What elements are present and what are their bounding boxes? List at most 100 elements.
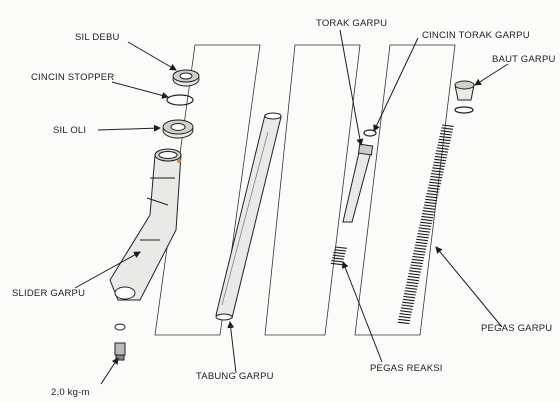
fork-spring-coil [439, 135, 452, 139]
rebound-spring-coil [330, 262, 343, 266]
rebound-spring-coil [331, 260, 344, 263]
fork-spring-coil [407, 278, 420, 282]
fork-bolt [454, 80, 475, 114]
fork-spring-coil [414, 244, 427, 247]
label-torak-garpu: TORAK GARPU [316, 18, 387, 29]
fork-spring-coil [413, 253, 425, 256]
fork-spring-coil [429, 181, 441, 185]
fork-spring-coil [431, 170, 444, 173]
label-slider-garpu: SLIDER GARPU [12, 288, 85, 299]
leader-tabung-garpu [227, 321, 237, 374]
fork-spring-coil [423, 207, 436, 210]
leader-sil-oli [97, 124, 161, 132]
fork-spring-coil [409, 270, 421, 273]
panel-spring [354, 44, 456, 336]
leader-baut-garpu [474, 63, 509, 86]
fork-spring-coil [438, 138, 451, 142]
fork-spring-coil [404, 290, 417, 293]
fork-spring-coil [418, 230, 430, 233]
fork-spring-coil [411, 258, 424, 262]
label-tabung-garpu: TABUNG GARPU [196, 371, 274, 382]
fork-spring-coil [397, 321, 410, 325]
fork-spring-coil [411, 261, 423, 265]
label-cincin-stopper: CINCIN STOPPER [31, 72, 114, 83]
fork-spring-coil [431, 173, 443, 176]
fork-spring-coil [441, 124, 454, 127]
fork-spring-coil [420, 218, 433, 222]
fork-spring [397, 124, 454, 325]
oil-seal [162, 119, 194, 139]
fork-spring-coil [433, 161, 446, 165]
fork-spring-coil [404, 293, 416, 296]
fork-spring-coil [406, 281, 419, 285]
fork-tube [215, 112, 282, 321]
fork-spring-coil [399, 313, 412, 316]
fork-spring-coil [427, 190, 439, 193]
fork-spring-coil [403, 295, 416, 299]
fork-spring-coil [415, 241, 428, 245]
fork-spring-coil [429, 178, 442, 182]
label-pegas-reaksi: PEGAS REAKSI [370, 363, 443, 374]
leader-cincin-torak-garpu [373, 37, 419, 132]
fork-spring-coil [418, 227, 431, 230]
fork-spring-coil [413, 250, 426, 253]
rebound-spring-coil [334, 246, 347, 249]
stopper-ring [166, 94, 194, 106]
rebound-spring [330, 246, 347, 266]
fork-spring-coil [420, 221, 432, 225]
fork-spring-coil [398, 315, 411, 319]
fork-spring-coil [434, 158, 447, 162]
fork-spring-coil [412, 255, 425, 259]
fork-spring-coil [398, 318, 411, 322]
fork-spring-coil [436, 150, 448, 153]
label-baut-garpu: BAUT GARPU [492, 54, 556, 65]
rebound-spring-coil [334, 249, 346, 252]
label-sil-oli: SIL OLI [53, 125, 86, 136]
fork-spring-coil [416, 238, 429, 242]
leader-lines [74, 29, 509, 385]
fork-spring-coil [408, 273, 421, 276]
fork-spring-coil [405, 287, 418, 290]
fork-spring-coil [402, 298, 415, 302]
leader-torak-garpu [339, 29, 364, 146]
rebound-spring-coil [333, 251, 346, 255]
panel-piston [264, 44, 361, 336]
label-pegas-garpu: PEGAS GARPU [481, 323, 552, 334]
fork-spring-coil [422, 213, 434, 216]
fork-spring-coil [438, 141, 450, 145]
leader-torque [100, 357, 119, 385]
fork-spring-coil [425, 195, 438, 199]
fork-spring-coil [409, 267, 422, 270]
fork-spring-coil [434, 155, 447, 159]
leader-sil-debu [127, 41, 177, 71]
fork-spring-coil [441, 127, 454, 130]
fork-spring-coil [400, 307, 413, 310]
fork-spring-coil [400, 310, 412, 313]
label-sil-debu: SIL DEBU [75, 32, 120, 43]
fork-spring-coil [440, 133, 452, 136]
piston-ring [363, 129, 377, 137]
fork-spring-coil [407, 275, 420, 279]
fork-spring-coil [419, 224, 432, 227]
leader-cincin-stopper [111, 81, 169, 99]
label-torque: 2,0 kg-m [51, 387, 90, 398]
fork-spring-coil [422, 210, 435, 213]
fork-spring-coil [410, 264, 423, 267]
fork-piston [342, 143, 374, 223]
fork-spring-coil [401, 304, 414, 307]
rebound-spring-coil [332, 257, 344, 260]
fork-spring-coil [421, 215, 434, 219]
fork-spring-coil [425, 198, 438, 202]
fork-spring-coil [405, 284, 418, 287]
fork-spring-coil [428, 184, 441, 187]
fork-spring-coil [435, 153, 448, 156]
fork-spring-coil [430, 175, 443, 179]
washer-and-bolt [114, 323, 126, 361]
fork-slider [109, 148, 182, 301]
fork-spring-coil [416, 235, 429, 239]
fork-spring-coil [440, 130, 453, 133]
fork-spring-coil [423, 204, 436, 207]
labels: SIL DEBU CINCIN STOPPER SIL OLI SLIDER G… [12, 18, 556, 398]
